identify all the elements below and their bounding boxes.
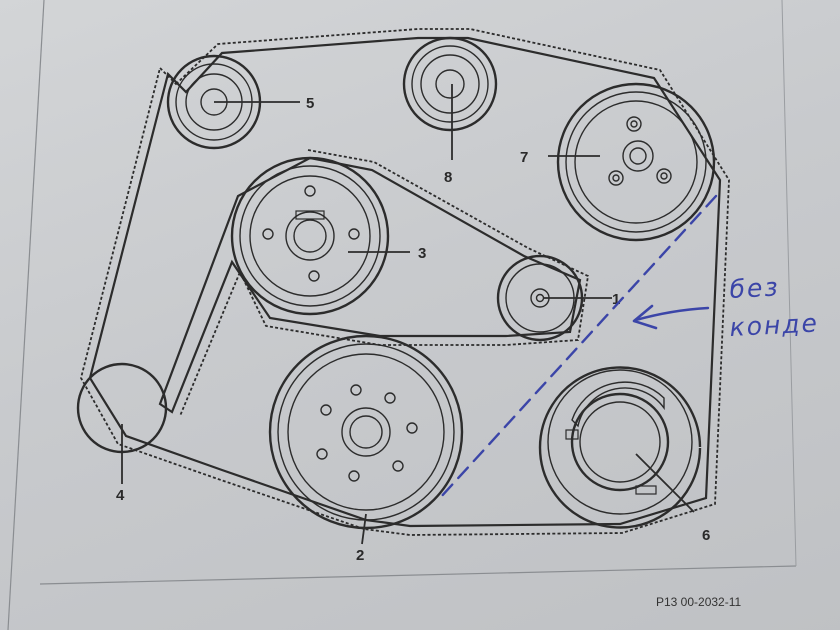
label-5: 5 (306, 95, 314, 112)
bypass-dashed-line (438, 194, 718, 500)
pulley-3 (230, 156, 390, 316)
note-line-1: без (729, 272, 781, 304)
pulley-2 (268, 334, 464, 530)
leader-6 (635, 453, 695, 513)
label-1: 1 (612, 291, 620, 308)
arrow-shaft (634, 306, 710, 322)
reference-code: P13 00-2032-11 (656, 595, 742, 609)
pulley-6 (538, 366, 702, 529)
outer-belt (80, 28, 730, 536)
label-7: 7 (520, 149, 528, 166)
pulley-7 (556, 82, 716, 242)
label-6: 6 (702, 527, 710, 544)
pulley-8 (402, 36, 498, 132)
handwritten-markup: без конде (438, 194, 820, 500)
margin-line-right (781, 0, 797, 567)
margin-line-bottom (39, 565, 797, 585)
label-3: 3 (418, 245, 426, 262)
arrow-head-icon (632, 304, 658, 330)
leader-2 (361, 513, 367, 545)
label-2: 2 (356, 547, 364, 564)
label-8: 8 (444, 169, 452, 186)
margin-line-left (7, 0, 45, 630)
note-line-2: конде (729, 308, 820, 342)
label-4: 4 (116, 487, 125, 504)
